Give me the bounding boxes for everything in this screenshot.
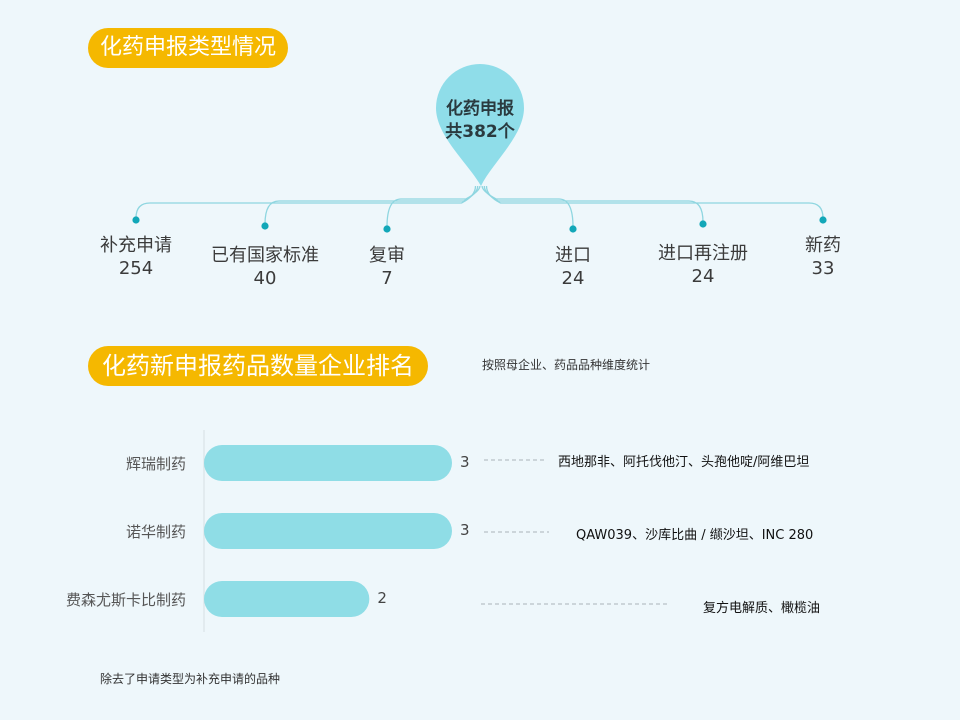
pin-line1: 化药申报: [446, 99, 514, 119]
bar: [204, 513, 452, 549]
category-name: 复审: [369, 245, 405, 266]
category-value: 24: [691, 266, 715, 287]
category-value: 33: [811, 258, 835, 279]
category-value: 7: [381, 268, 393, 289]
section2-title: 化药新申报药品数量企业排名: [88, 346, 428, 386]
bar-annotation: QAW039、沙库比曲 / 缬沙坦、INC 280: [576, 528, 814, 543]
branch-line: [483, 185, 704, 223]
bar-value-label: 3: [460, 521, 470, 539]
bar-category-label: 诺华制药: [125, 523, 186, 541]
category-name: 补充申请: [100, 235, 172, 256]
branch-dot: [132, 216, 140, 224]
branch-dot: [383, 225, 391, 233]
bar-annotation: 西地那非、阿托伐他汀、头孢他啶/阿维巴坦: [558, 455, 810, 470]
branch-dot: [819, 216, 827, 224]
bar-category-label: 费森尤斯卡比制药: [65, 591, 186, 609]
category-value: 254: [118, 258, 154, 279]
bar: [204, 445, 452, 481]
branch-dot: [699, 220, 707, 228]
category-name: 已有国家标准: [211, 245, 319, 266]
bar-annotation: 复方电解质、橄榄油: [703, 601, 821, 616]
branch-line: [135, 185, 477, 219]
bar: [204, 581, 370, 617]
bar-value-label: 2: [377, 589, 387, 607]
category-value: 40: [253, 268, 277, 289]
branch-line: [264, 185, 479, 225]
branch-dot: [261, 222, 269, 230]
bar-value-label: 3: [460, 453, 470, 471]
category-value: 24: [561, 268, 585, 289]
section1-title: 化药申报类型情况: [88, 28, 289, 68]
category-name: 新药: [805, 235, 841, 256]
branch-line: [386, 185, 481, 228]
branch-line: [485, 185, 824, 219]
root-pin: [436, 64, 524, 186]
bar-category-label: 辉瑞制药: [125, 455, 186, 473]
pin-line2: 共382个: [445, 122, 515, 142]
section2-subtitle: 按照母企业、药品品种维度统计: [482, 358, 651, 372]
footnote: 除去了申请类型为补充申请的品种: [100, 672, 281, 686]
category-name: 进口再注册: [658, 243, 748, 264]
category-name: 进口: [555, 245, 591, 266]
branch-dot: [569, 225, 577, 233]
branch-line: [481, 185, 574, 228]
